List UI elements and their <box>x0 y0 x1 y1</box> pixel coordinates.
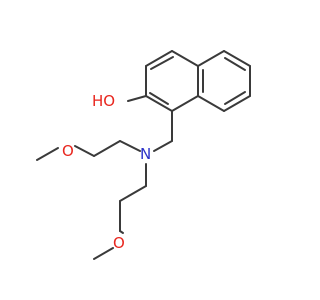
structure-canvas: HO N O O <box>36 50 251 260</box>
bond <box>145 50 173 67</box>
bond <box>197 95 225 112</box>
ch2-o-bond <box>74 145 95 157</box>
ch2-ch2-bond-lower <box>119 185 147 202</box>
ether-oxygen-bottom-label: O <box>113 234 125 252</box>
hydroxyl-label: HO <box>92 92 115 110</box>
bond <box>223 50 251 67</box>
o-ch3-bond <box>36 147 59 161</box>
bond <box>223 95 251 112</box>
c-o-bond <box>127 95 147 102</box>
naphthalene-left-ring <box>145 50 199 112</box>
ether-oxygen-top-label: O <box>62 142 74 160</box>
bond <box>197 50 225 67</box>
bond-double <box>149 92 169 105</box>
ch2-ch2-bond <box>93 140 121 157</box>
bond-double <box>224 91 246 105</box>
naphthalene-right-ring <box>197 50 251 112</box>
bond <box>171 50 199 67</box>
bond-double <box>150 56 174 70</box>
ch2-o-bond-lower <box>119 230 124 234</box>
nitrogen-label: N <box>140 145 151 163</box>
bond-double <box>224 57 246 71</box>
bond <box>171 95 199 112</box>
molecule-diagram: HO N O O <box>36 50 251 260</box>
o-ch3-bond-lower <box>93 247 114 260</box>
bond <box>145 95 173 112</box>
ch2-n-bond <box>153 140 173 152</box>
n-ch2-bond <box>119 140 141 152</box>
